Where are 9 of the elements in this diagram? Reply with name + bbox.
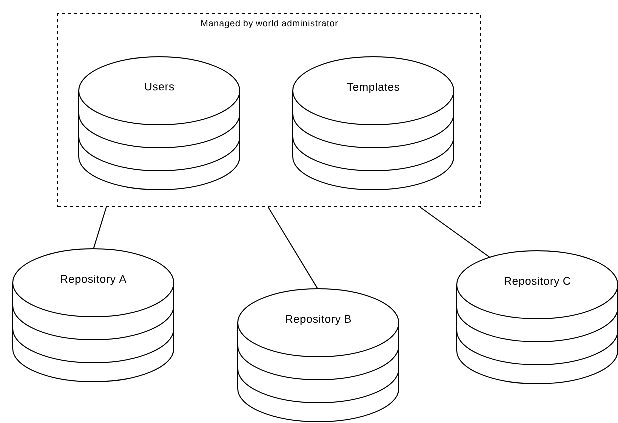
connector-line [268, 207, 318, 290]
connector-line [420, 207, 490, 258]
node-label: Users [145, 83, 174, 91]
database-cylinder: Templates [292, 56, 454, 190]
database-cylinder: Repository C [456, 250, 618, 384]
database-cylinder: Repository A [12, 248, 174, 382]
database-cylinder: Users [78, 56, 240, 190]
connector-line [93, 207, 107, 250]
database-cylinder: Repository B [238, 288, 400, 422]
